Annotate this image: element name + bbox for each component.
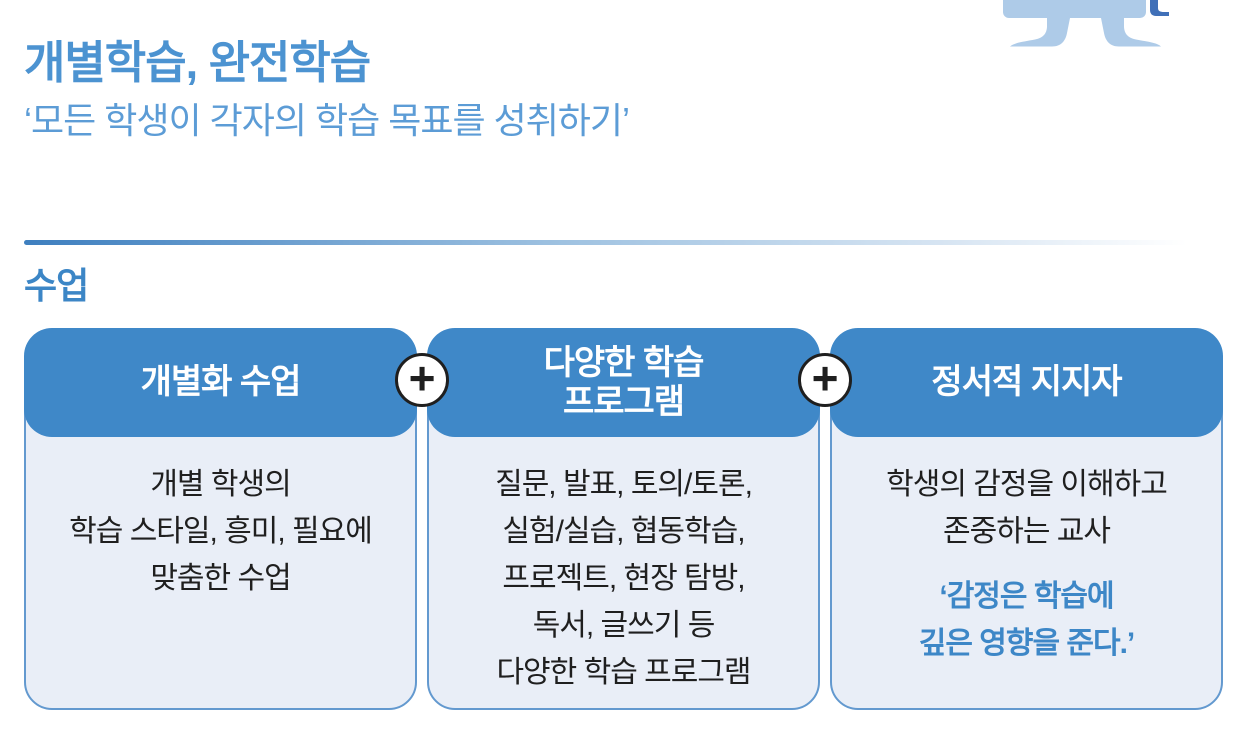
card-header-line: 프로그램 [562,382,685,421]
cards-row: 개별화 수업 개별 학생의 학습 스타일, 흥미, 필요에 맞춤한 수업 다양한… [24,328,1223,710]
page-title: 개별학습, 완전학습 [24,37,371,88]
card-body-text: 학생의 감정을 이해하고 존중하는 교사 ‘감정은 학습에 깊은 영향을 준다.… [830,437,1223,710]
card-emotional-supporter: 정서적 지지자 학생의 감정을 이해하고 존중하는 교사 ‘감정은 학습에 깊은… [830,328,1223,710]
section-divider [24,240,1223,245]
body-line: 개별 학생의 [150,468,291,501]
card-body-text: 개별 학생의 학습 스타일, 흥미, 필요에 맞춤한 수업 [24,437,417,710]
card-individualized-instruction: 개별화 수업 개별 학생의 학습 스타일, 흥미, 필요에 맞춤한 수업 [24,328,417,710]
card-header-line: 다양한 학습 [543,344,705,383]
body-line: 맞춤한 수업 [150,562,291,595]
card-header: 정서적 지지자 [830,328,1223,437]
quote-line: 깊은 영향을 준다.’ [918,627,1136,660]
card-header-line: 정서적 지지자 [931,363,1122,402]
plus-icon: + [811,352,839,404]
card-header: 다양한 학습 프로그램 [427,328,820,437]
quote-block: ‘감정은 학습에 깊은 영향을 준다.’ [830,573,1223,667]
body-line: 질문, 발표, 토의/토론, [495,468,753,501]
plus-connector-1: + [395,353,449,407]
body-line: 학습 스타일, 흥미, 필요에 [69,515,373,548]
body-line: 프로젝트, 현장 탐방, [502,562,745,595]
card-body-text: 질문, 발표, 토의/토론, 실험/실습, 협동학습, 프로젝트, 현장 탐방,… [427,437,820,710]
body-line: 실험/실습, 협동학습, [502,515,745,548]
section-label: 수업 [24,265,89,306]
plus-connector-2: + [798,353,852,407]
body-line: 존중하는 교사 [943,515,1111,548]
page-subtitle: ‘모든 학생이 각자의 학습 목표를 성취하기’ [24,100,630,141]
body-line: 다양한 학습 프로그램 [496,656,751,689]
card-learning-programs: 다양한 학습 프로그램 질문, 발표, 토의/토론, 실험/실습, 협동학습, … [427,328,820,710]
quote-line: ‘감정은 학습에 [939,580,1114,613]
plus-icon: + [408,352,436,404]
card-header-line: 개별화 수업 [140,363,302,402]
body-line: 독서, 글쓰기 등 [532,609,716,642]
card-header: 개별화 수업 [24,328,417,437]
desk-icon [1003,0,1169,47]
body-line: 학생의 감정을 이해하고 [886,468,1168,501]
